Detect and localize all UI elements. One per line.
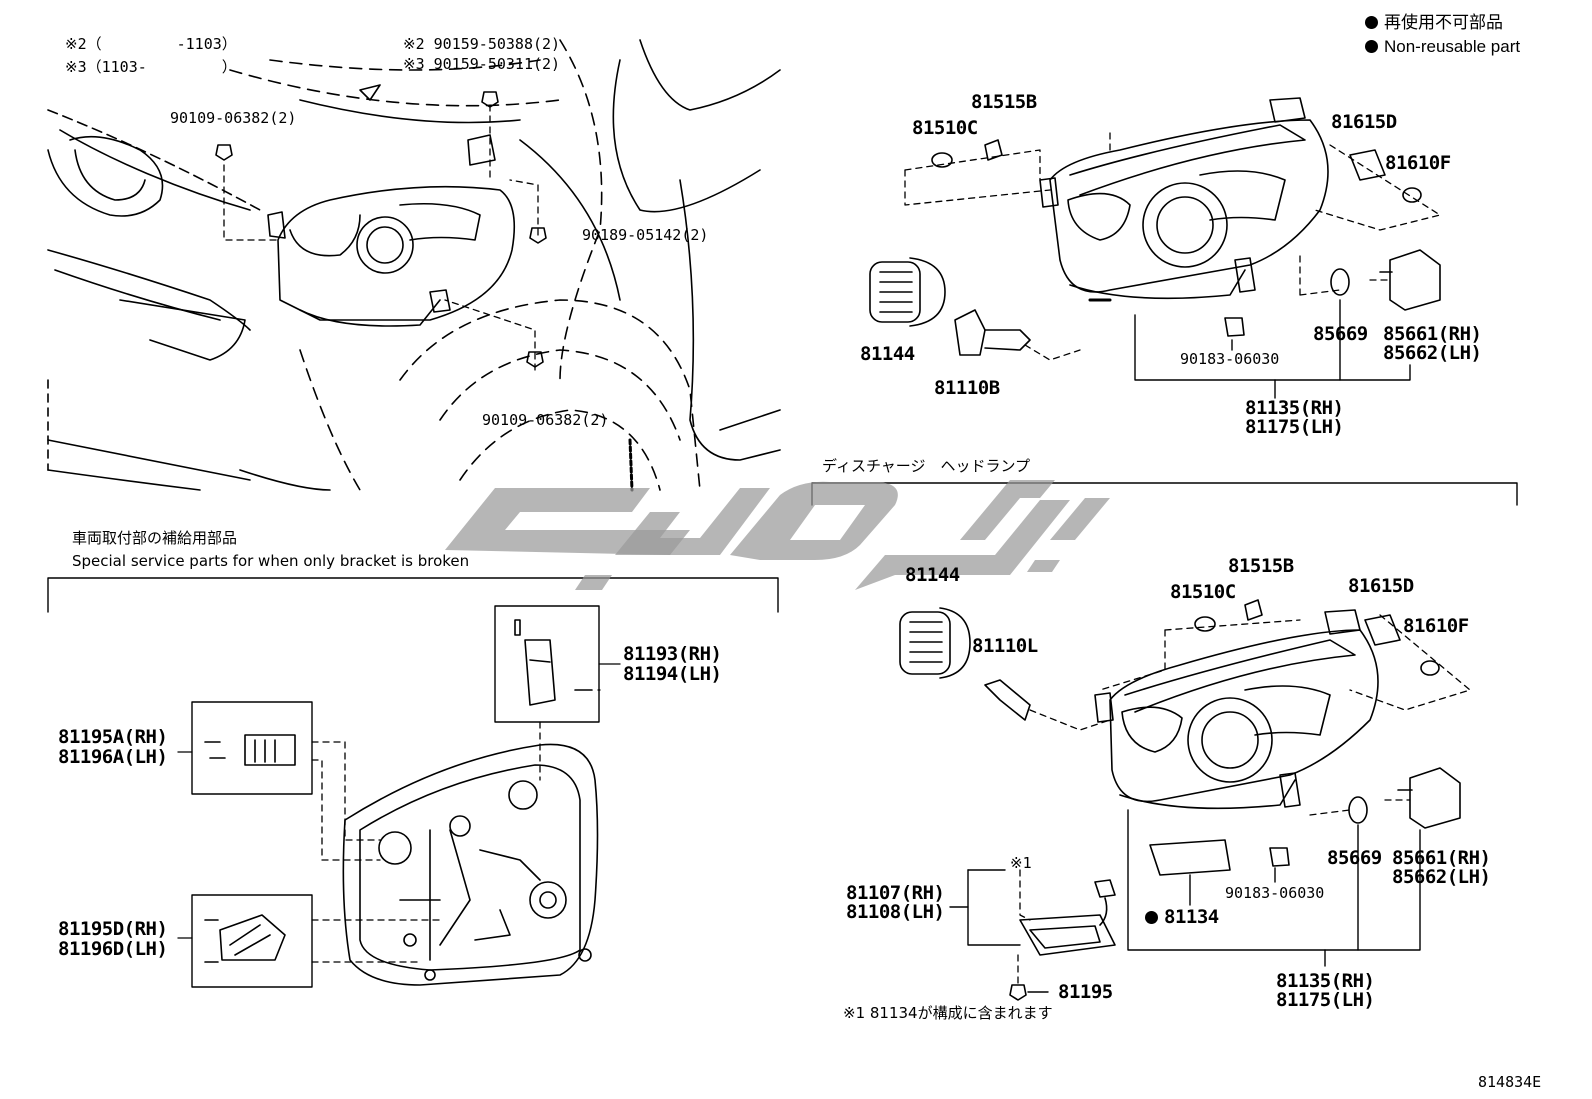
bolt-90109-06382-upper-label: 90109-06382(2) <box>170 109 297 127</box>
discharge-part-81144-label: 81144 <box>905 564 960 586</box>
mounting-leader-lines <box>223 104 539 371</box>
part-81144-label: 81144 <box>860 343 915 365</box>
discharge-leader-lines <box>1017 614 1471 986</box>
mounted-headlamp-sketch <box>267 134 516 327</box>
halogen-leader-lines <box>904 129 1441 361</box>
drawing-number: 814834E <box>1478 1073 1542 1091</box>
headlamp-rear-view <box>342 743 599 986</box>
vehicle-body-outline <box>47 39 781 492</box>
part-81196A-label: 81196A(LH) <box>58 746 168 768</box>
part-81134-label: 81134 <box>1145 908 1219 927</box>
bolt-90159-50388-label: ※2 90159-50388(2) <box>403 35 561 53</box>
bracket-leader-lines <box>311 689 601 963</box>
part-81108-label: 81108(LH) <box>846 901 945 923</box>
part-85669-label: 85669 <box>1313 323 1368 345</box>
part-81135-label: 81135(RH) <box>1245 397 1344 419</box>
non-reusable-dot-icon <box>1145 911 1158 924</box>
bolt-90159-50311-label: ※3 90159-50311(2) <box>403 55 561 73</box>
part-85661-label: 85661(RH) <box>1383 323 1482 345</box>
part-81107-label: 81107(RH) <box>846 882 945 904</box>
discharge-bracket-lines <box>949 809 1421 993</box>
part-81195-label: 81195 <box>1058 981 1113 1003</box>
discharge-section-title: ディスチャージ ヘッドランプ <box>822 457 1031 475</box>
part-81193-label: 81193(RH) <box>623 643 722 665</box>
model-year-note-2: ※2（ -1103） <box>65 35 237 53</box>
discharge-part-81610F-label: 81610F <box>1403 615 1469 637</box>
part-81194-label: 81194(LH) <box>623 663 722 685</box>
bolt-90109-06382-lower-label: 90109-06382(2) <box>482 411 609 429</box>
part-81195D-label: 81195D(RH) <box>58 918 168 940</box>
part-81195A-label: 81195A(RH) <box>58 726 168 748</box>
discharge-part-81110L-label: 81110L <box>972 635 1038 657</box>
clip-90189-05142-label: 90189-05142(2) <box>582 226 709 244</box>
note-1-marker: ※1 <box>1010 854 1032 872</box>
halogen-exploded-parts <box>869 139 1441 356</box>
legend-non-reusable-jp: 再使用不可部品 <box>1365 14 1503 31</box>
part-81515B-label: 81515B <box>971 91 1037 113</box>
part-81610F-label: 81610F <box>1385 152 1451 174</box>
fastener-icons-top-left <box>215 91 547 368</box>
bracket-section-title-en: Special service parts for when only brac… <box>72 552 470 570</box>
discharge-part-90183-06030-label: 90183-06030 <box>1225 884 1325 902</box>
discharge-part-85669-label: 85669 <box>1327 847 1382 869</box>
part-81110B-label: 81110B <box>934 377 1000 399</box>
discharge-part-81175-label: 81175(LH) <box>1276 989 1375 1011</box>
part-90183-06030-label: 90183-06030 <box>1180 350 1280 368</box>
part-81615D-label: 81615D <box>1331 111 1397 133</box>
bracket-parts-icons <box>204 619 593 963</box>
part-81175-label: 81175(LH) <box>1245 416 1344 438</box>
part-81510C-label: 81510C <box>912 117 978 139</box>
part-85662-label: 85662(LH) <box>1383 342 1482 364</box>
halogen-headlamp-assembly <box>1039 97 1329 302</box>
discharge-footnote: ※1 81134が構成に含まれます <box>843 1004 1053 1022</box>
filled-circle-icon <box>1365 40 1378 53</box>
discharge-part-85661-label: 85661(RH) <box>1392 847 1491 869</box>
discharge-part-81515B-label: 81515B <box>1228 555 1294 577</box>
bracket-section-frame <box>47 577 779 988</box>
bracket-section-title-jp: 車両取付部の補給用部品 <box>72 529 238 547</box>
discharge-part-81615D-label: 81615D <box>1348 575 1414 597</box>
bracket-label-leaders <box>177 663 621 939</box>
discharge-part-81510C-label: 81510C <box>1170 581 1236 603</box>
halogen-bracket-lines <box>1134 299 1411 399</box>
model-year-note-3: ※3（1103- ） <box>65 58 237 76</box>
discharge-part-85662-label: 85662(LH) <box>1392 866 1491 888</box>
discharge-headlamp-assembly <box>1094 609 1379 810</box>
legend-non-reusable-en: Non-reusable part <box>1365 38 1520 55</box>
filled-circle-icon <box>1365 16 1378 29</box>
part-81196D-label: 81196D(LH) <box>58 938 168 960</box>
discharge-part-81135-label: 81135(RH) <box>1276 970 1375 992</box>
